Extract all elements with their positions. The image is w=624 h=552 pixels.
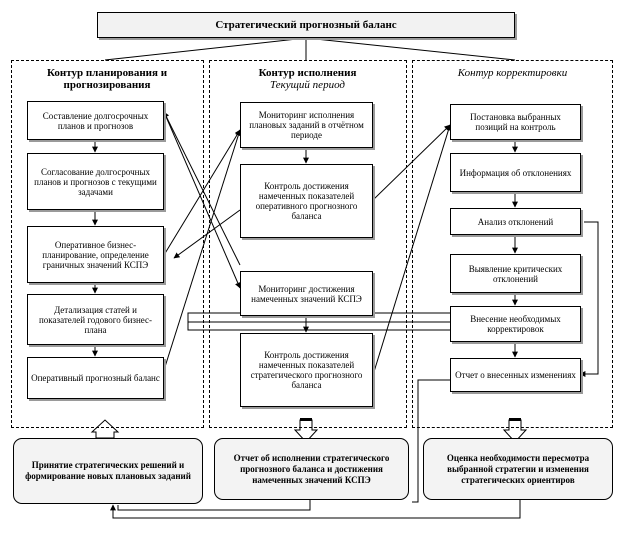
- planning-box-operational-planning: Оперативное бизнес-планирование, определ…: [27, 226, 164, 283]
- execution-box-control-operational: Контроль достижения намеченных показател…: [240, 164, 373, 238]
- contour-execution-title: Контур исполнения: [258, 67, 357, 79]
- correction-box-deviation-analysis: Анализ отклонений: [450, 208, 581, 235]
- contour-execution-subtitle: Текущий период: [270, 79, 345, 91]
- contour-planning-title: Контур планирования и прогнозирования: [46, 67, 168, 91]
- correction-box-set-control: Постановка выбранных позиций на контроль: [450, 104, 581, 140]
- execution-box-monitoring-tasks: Мониторинг исполнения плановых заданий в…: [240, 102, 373, 148]
- planning-box-long-term-plans: Составление долгосрочных планов и прогно…: [27, 101, 164, 140]
- bottom-box-strategic-decisions: Принятие стратегических решений и формир…: [13, 438, 203, 504]
- contour-planning: [11, 60, 204, 428]
- contour-correction-title: Контур корректировки: [457, 67, 568, 79]
- execution-box-control-strategic: Контроль достижения намеченных показател…: [240, 333, 373, 407]
- planning-box-alignment: Согласование долгосрочных планов и прогн…: [27, 153, 164, 210]
- correction-box-adjustments: Внесение необходимых корректировок: [450, 306, 581, 342]
- planning-box-detailing: Детализация статей и показателей годовог…: [27, 294, 164, 345]
- bottom-box-execution-report: Отчет об исполнении стратегического прог…: [214, 438, 409, 500]
- planning-box-operational-balance: Оперативный прогнозный баланс: [27, 357, 164, 399]
- bottom-box-strategy-review: Оценка необходимости пересмотра выбранно…: [423, 438, 613, 500]
- correction-box-critical-deviations: Выявление критических отклонений: [450, 254, 581, 293]
- contour-execution: [209, 60, 407, 428]
- contour-correction: [412, 60, 613, 428]
- execution-box-monitoring-kspe: Мониторинг достижения намеченных значени…: [240, 271, 373, 316]
- diagram-title: Стратегический прогнозный баланс: [97, 12, 515, 38]
- correction-box-change-report: Отчет о внесенных изменениях: [450, 358, 581, 392]
- correction-box-deviation-info: Информация об отклонениях: [450, 153, 581, 192]
